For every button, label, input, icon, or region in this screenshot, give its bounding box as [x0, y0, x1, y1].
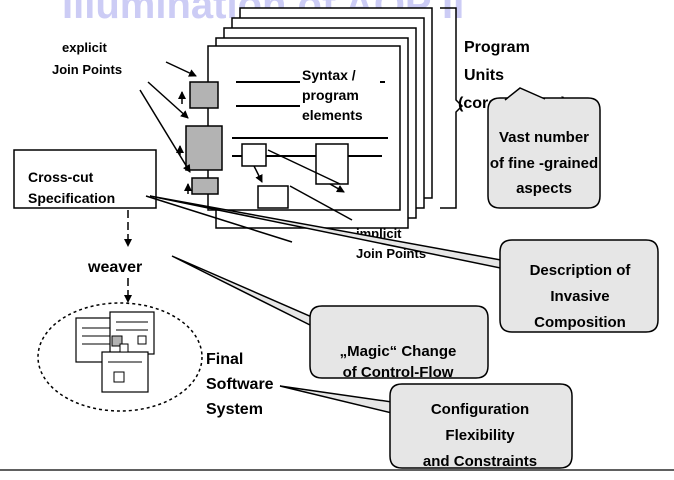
- program-units-label-2: Units: [464, 67, 504, 84]
- explicit-jp-arrows: [139, 61, 197, 173]
- syntax-label-1: Syntax /: [302, 67, 356, 83]
- syntax-label-2: program: [302, 87, 359, 103]
- callout-magic-2: of Control-Flow: [343, 364, 454, 381]
- callout-config: Configuration Flexibility and Constraint…: [279, 383, 573, 470]
- callout-config-2: Flexibility: [445, 427, 515, 444]
- crosscut-label-1: Cross-cut: [28, 169, 94, 185]
- final-system-label-3: System: [206, 401, 263, 418]
- callout-magic-1: „Magic“ Change: [340, 343, 457, 360]
- program-unit-pages: [207, 7, 433, 229]
- weaver-label: weaver: [87, 259, 142, 276]
- program-units-brace: [440, 7, 464, 209]
- implicit-jp-pointer: [289, 185, 353, 221]
- callout-config-3: and Constraints: [423, 453, 537, 470]
- syntax-label-3: elements: [302, 107, 363, 123]
- callout-config-1: Configuration: [431, 401, 529, 418]
- final-system-label-2: Software: [206, 376, 274, 393]
- callout-invasive-2: Invasive: [550, 288, 609, 305]
- callout-invasive-3: Composition: [534, 314, 626, 331]
- program-units-label-1: Program: [464, 39, 530, 56]
- explicit-join-point-boxes: [185, 81, 223, 195]
- callout-invasive-1: Description of: [530, 262, 632, 279]
- callout-invasive: Description of Invasive Composition: [149, 195, 659, 333]
- callout-vast-2: of fine -grained: [490, 155, 598, 172]
- callout-vast: Vast number of fine -grained aspects: [487, 87, 601, 209]
- explicit-jp-label-2: Join Points: [52, 62, 122, 77]
- crosscut-label-2: Specification: [28, 190, 115, 206]
- join-point-markers: [176, 91, 192, 194]
- crosscut-spec-box: [13, 149, 157, 209]
- page-inner-arrows: [253, 149, 345, 193]
- callout-vast-1: Vast number: [499, 129, 589, 146]
- final-system-documents-icon: [75, 311, 155, 393]
- page-inner-boxes: [241, 143, 349, 209]
- final-system-label-1: Final: [206, 351, 243, 368]
- callout-vast-3: aspects: [516, 180, 572, 197]
- spec-to-page-line: [145, 195, 293, 243]
- explicit-jp-label-1: explicit: [62, 40, 107, 55]
- callout-magic: „Magic“ Change of Control-Flow: [171, 255, 489, 381]
